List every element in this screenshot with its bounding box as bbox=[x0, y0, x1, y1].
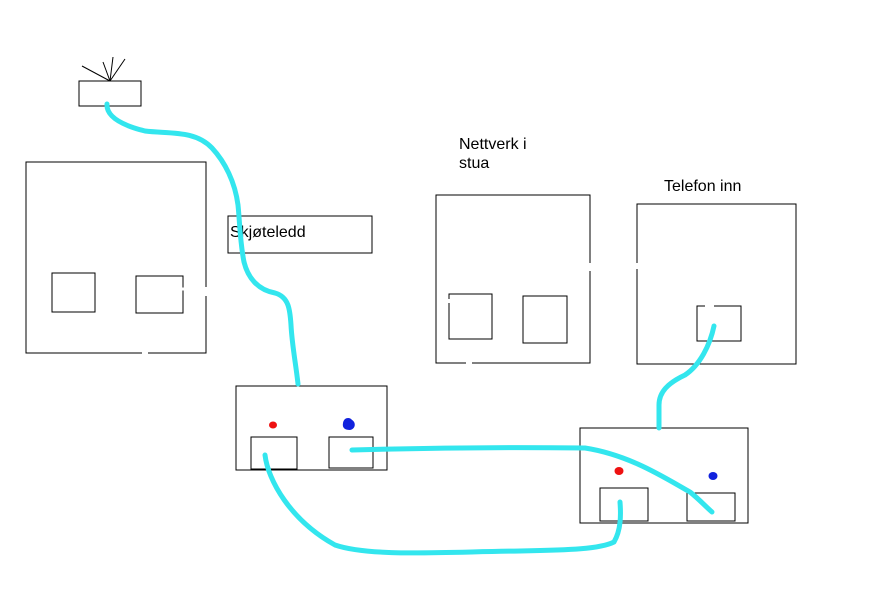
cable-antenna-to-splitter bbox=[104, 101, 301, 387]
left-wall-box bbox=[25, 161, 208, 355]
network-label-line2: stua bbox=[459, 155, 489, 172]
right-splitter-port bbox=[686, 492, 736, 522]
red-dot bbox=[269, 421, 277, 429]
network-wall-box bbox=[435, 194, 592, 365]
left-wall-socket bbox=[135, 275, 184, 314]
antenna-rod bbox=[109, 56, 114, 82]
antenna-rod bbox=[109, 58, 126, 82]
antenna-rod bbox=[81, 65, 111, 82]
phone-socket bbox=[696, 305, 742, 342]
cable-phone-to-splitter bbox=[656, 323, 717, 431]
network-socket bbox=[522, 295, 568, 344]
left-splitter-box bbox=[235, 385, 388, 471]
extension-box: Skjøteledd bbox=[227, 215, 373, 254]
right-splitter-box bbox=[579, 427, 749, 524]
left-splitter-port bbox=[328, 436, 374, 469]
extension-label: Skjøteledd bbox=[230, 224, 306, 241]
network-label-line1: Nettverk i bbox=[459, 136, 527, 153]
left-splitter-port bbox=[250, 436, 298, 470]
phone-wall-box bbox=[635, 203, 797, 365]
red-dot bbox=[614, 467, 624, 475]
blue-dot bbox=[342, 418, 355, 430]
cables bbox=[104, 101, 717, 556]
antenna-icon bbox=[78, 56, 142, 107]
cable-splitter-to-splitter-top bbox=[349, 445, 715, 515]
blue-dot bbox=[708, 472, 718, 480]
cable-splitter-to-splitter-bottom bbox=[262, 452, 623, 556]
antenna-base bbox=[78, 80, 142, 107]
right-splitter-port bbox=[599, 487, 649, 522]
network-socket bbox=[448, 293, 493, 340]
antenna-rod bbox=[102, 61, 111, 82]
left-wall-socket bbox=[51, 272, 96, 313]
phone-in-label: Telefon inn bbox=[664, 178, 741, 195]
